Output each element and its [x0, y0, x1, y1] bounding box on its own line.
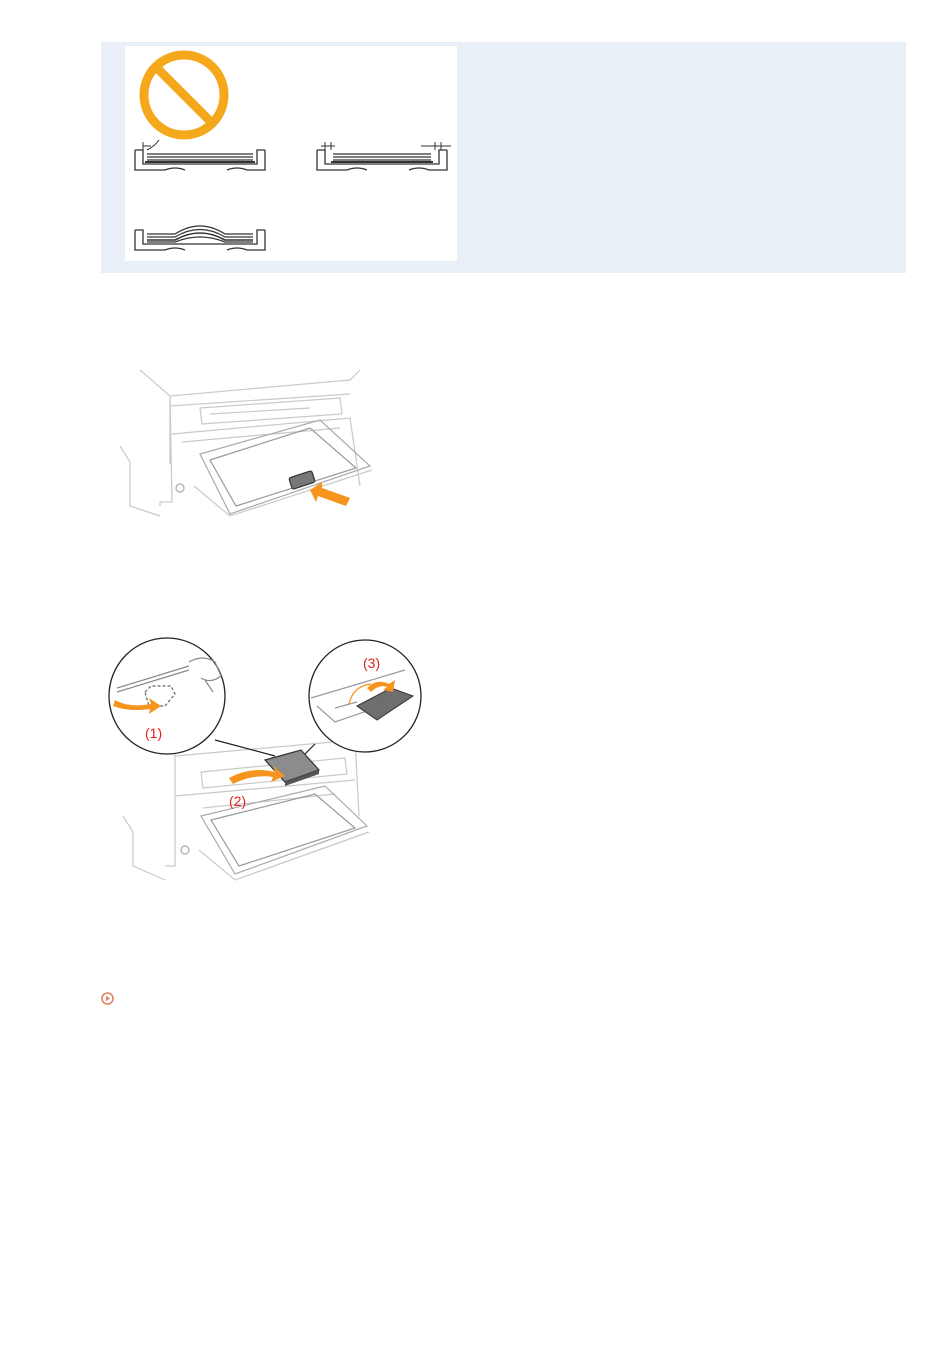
tray-paper-under-guide: [135, 140, 265, 170]
slide-guide-arrow: [310, 482, 350, 506]
output-tray-figure: (2) (1) (3): [105, 636, 425, 891]
related-link[interactable]: [101, 990, 120, 1006]
note-box: [101, 42, 906, 273]
label-3: (3): [363, 655, 380, 671]
tray-curled-paper: [135, 226, 265, 250]
play-circle-icon: [101, 992, 114, 1005]
tray-guide-gap: [317, 142, 451, 170]
paper-guide-figure: [110, 366, 380, 524]
magnified-view-1: (1): [109, 638, 225, 754]
label-2: (2): [229, 793, 246, 809]
prohibited-loading-illustration: [125, 46, 457, 261]
magnified-view-3: (3): [309, 640, 421, 752]
label-1: (1): [145, 725, 162, 741]
prohibited-icon: [144, 55, 224, 135]
